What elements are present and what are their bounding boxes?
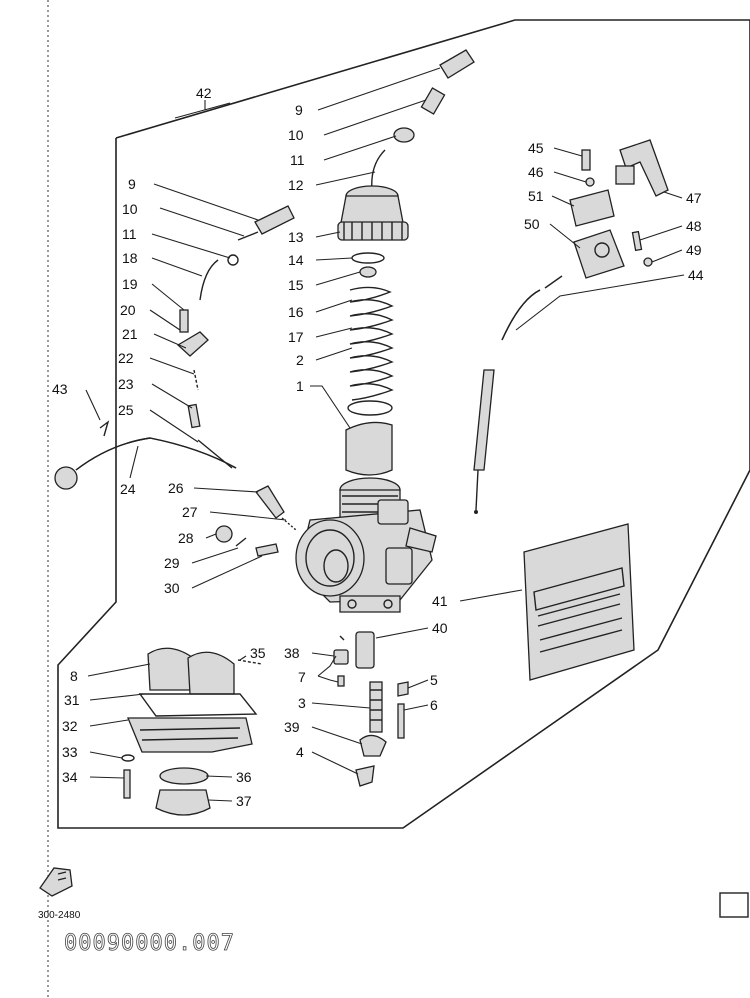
sensor-cable-icon [501, 289, 541, 341]
kit-42-outline [57, 19, 750, 829]
left-cable-adjuster-group [176, 205, 295, 469]
callout-9-left: 9 [128, 176, 136, 192]
callout-27: 27 [182, 504, 198, 520]
throttle-spring-icon [349, 252, 394, 401]
adjuster-screw-icon [420, 87, 446, 115]
callout-39: 39 [284, 719, 300, 735]
carburetor-body-icon [295, 477, 437, 613]
cable-guide-tube-icon [371, 149, 386, 191]
callout-45: 45 [528, 140, 544, 156]
callout-11-left: 11 [122, 226, 137, 242]
callout-4: 4 [296, 744, 304, 760]
callout-24: 24 [120, 481, 136, 497]
leader-lines [85, 67, 685, 802]
jet-group [333, 631, 409, 787]
callout-32: 32 [62, 718, 78, 734]
sensor-lead-icon [473, 369, 495, 471]
callout-9-top: 9 [295, 102, 303, 118]
cable-bolt-icon [179, 309, 189, 333]
callout-31: 31 [64, 692, 80, 708]
instruction-label-card [523, 523, 635, 681]
adjuster-seal-icon [393, 127, 415, 143]
cable-adjuster-icon [254, 205, 295, 235]
callout-25: 25 [118, 402, 134, 418]
callout-16: 16 [288, 304, 304, 320]
drawing-number: 00090000.007 [64, 931, 235, 956]
callout-20: 20 [120, 302, 136, 318]
front-arrow-icon [39, 867, 73, 897]
callout-3: 3 [298, 695, 306, 711]
throttle-sensor-group [473, 139, 669, 514]
callout-19: 19 [122, 276, 138, 292]
callout-5: 5 [430, 672, 438, 688]
callout-33: 33 [62, 744, 78, 760]
throttle-sensor-icon [573, 229, 625, 279]
page-corner-box [719, 892, 749, 918]
callout-35: 35 [250, 645, 266, 661]
callout-labels: 42 9 10 11 12 13 14 15 16 17 2 1 9 10 11… [52, 85, 704, 809]
callout-15: 15 [288, 277, 304, 293]
drain-plug-seal-icon [159, 767, 209, 785]
callout-43: 43 [52, 381, 68, 397]
needle-jet-icon [355, 631, 375, 669]
float-bowl-icon [127, 717, 253, 753]
sensor-screw-icon [581, 149, 591, 171]
callout-37: 37 [236, 793, 252, 809]
callout-40: 40 [432, 620, 448, 636]
throttle-slide-icon [345, 400, 393, 476]
sensor-cover-icon [569, 189, 615, 227]
callout-22: 22 [118, 350, 134, 366]
callout-10-top: 10 [288, 127, 304, 143]
callout-51: 51 [528, 188, 544, 204]
callout-26: 26 [168, 480, 184, 496]
callout-1: 1 [296, 378, 304, 394]
adjuster-nut-icon [439, 49, 475, 79]
callout-21: 21 [122, 326, 138, 342]
cable-clip-icon [99, 420, 110, 437]
callout-2-spring: 2 [296, 352, 304, 368]
callout-49: 49 [686, 242, 702, 258]
callout-28: 28 [178, 530, 194, 546]
callout-48: 48 [686, 218, 702, 234]
cable-clamp-icon [176, 331, 209, 357]
callout-36: 36 [236, 769, 252, 785]
callout-47: 47 [686, 190, 702, 206]
throttle-cable-icon [54, 437, 237, 490]
callout-8: 8 [70, 668, 78, 684]
callout-13: 13 [288, 229, 304, 245]
callout-29: 29 [164, 555, 180, 571]
callout-17: 17 [288, 329, 304, 345]
callout-11-top: 11 [290, 152, 305, 168]
callout-34: 34 [62, 769, 78, 785]
callout-6: 6 [430, 697, 438, 713]
callout-30: 30 [164, 580, 180, 596]
callout-12: 12 [288, 177, 304, 193]
float-bowl-group [121, 647, 258, 816]
carburetor-cap [337, 185, 409, 241]
reference-code: 300-2480 [38, 910, 81, 921]
callout-10-left: 10 [122, 201, 138, 217]
callout-23: 23 [118, 376, 134, 392]
callout-18: 18 [122, 250, 138, 266]
choke-plunger-icon [237, 659, 263, 665]
drain-plug-icon [155, 789, 211, 816]
kit-42-bracket [174, 102, 231, 119]
callout-38: 38 [284, 645, 300, 661]
callout-14: 14 [288, 252, 304, 268]
callout-50: 50 [524, 216, 540, 232]
callout-42: 42 [196, 85, 212, 101]
idle-screw-group [215, 485, 297, 557]
callout-7: 7 [298, 669, 306, 685]
callout-44: 44 [688, 267, 704, 283]
callout-41: 41 [432, 593, 448, 609]
callout-46: 46 [528, 164, 544, 180]
top-adjuster-group [371, 49, 475, 191]
